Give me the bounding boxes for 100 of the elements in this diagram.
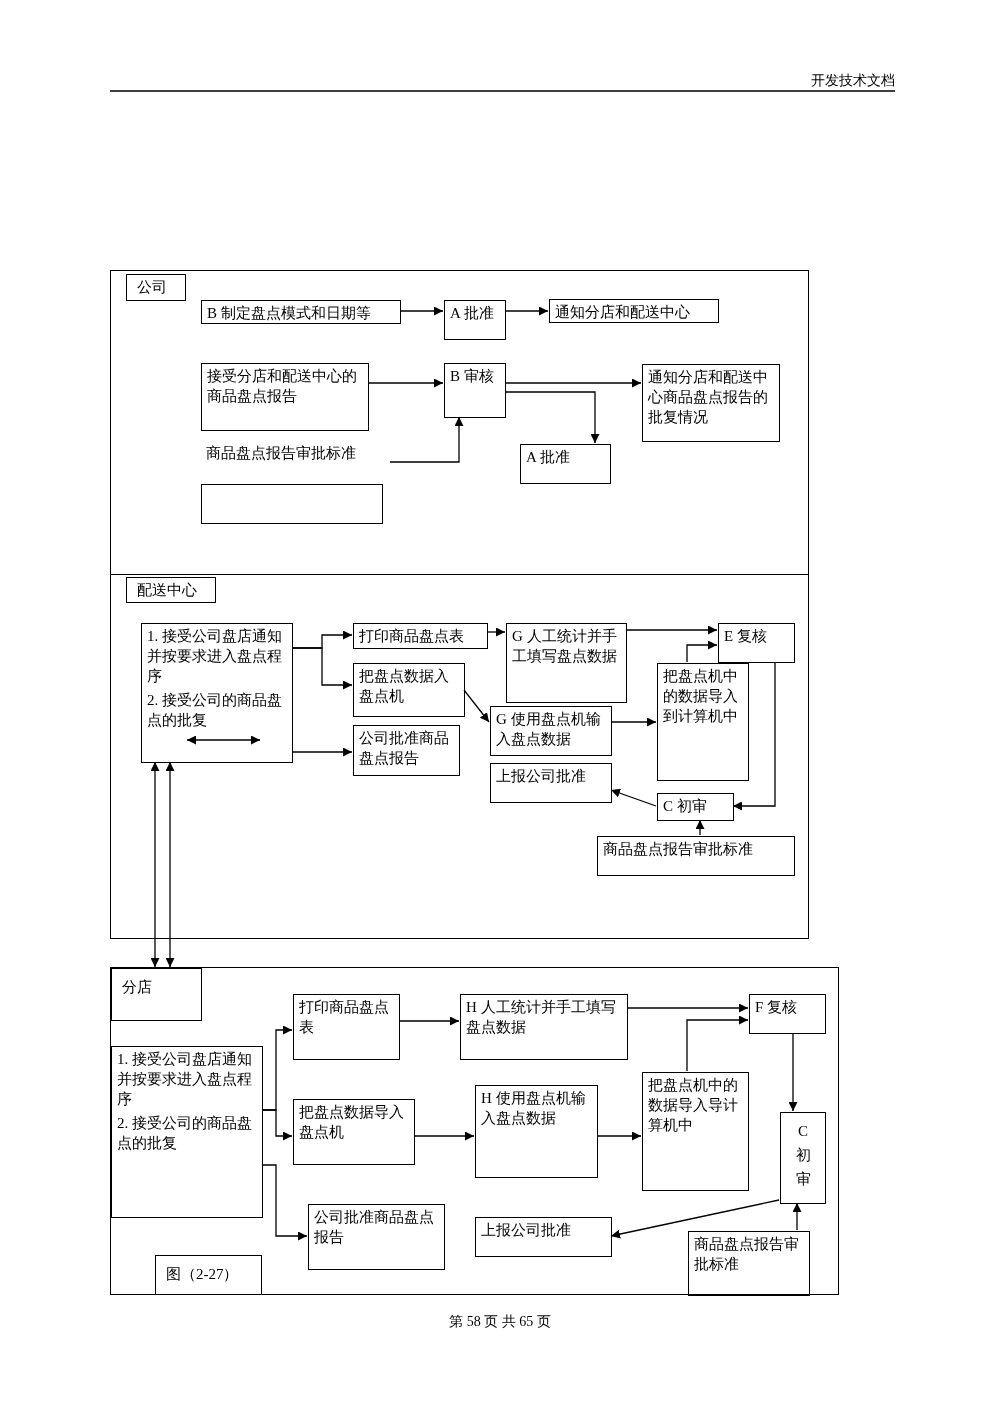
- process-box: [475, 1085, 598, 1178]
- arrow: [463, 689, 490, 723]
- process-box: [642, 364, 780, 442]
- box-text: 2. 接受公司的商品盘点的批复: [116, 1114, 253, 1153]
- arrow: [596, 1131, 642, 1141]
- process-box: [657, 663, 749, 781]
- process-box: [353, 623, 488, 649]
- process-box: [520, 444, 611, 484]
- arrow: [398, 1016, 460, 1026]
- lane-label: [126, 577, 216, 603]
- box-text: 把盘点机中的数据导入导计算机中: [647, 1076, 739, 1135]
- process-box: [293, 1099, 415, 1165]
- arrow: [686, 1015, 749, 1072]
- arrow: [367, 378, 444, 388]
- arrow: [413, 1131, 475, 1141]
- box-text: 把盘点机中的数据导入到计算机中: [662, 667, 739, 726]
- box-text: 1. 接受公司盘店通知并按要求进入盘点程序: [146, 627, 283, 686]
- box-text: C 初审: [795, 1122, 811, 1189]
- box-text: 打印商品盘点表: [298, 998, 390, 1037]
- arrow: [792, 1202, 802, 1231]
- annotation-text: 商品盘点报告审批标准: [205, 444, 357, 463]
- arrow: [686, 640, 718, 663]
- process-box: [475, 1217, 612, 1257]
- box-text: 通知分店和配送中心商品盘点报告的批复情况: [647, 368, 769, 427]
- process-box: [293, 994, 400, 1060]
- process-box: [688, 1231, 810, 1296]
- figure-caption: 图（2-27）: [155, 1255, 262, 1295]
- box-text: 公司批准商品盘点报告: [358, 729, 450, 768]
- arrow: [626, 1003, 749, 1013]
- box-text: 商品盘点报告审批标准: [693, 1235, 800, 1274]
- process-box: [444, 300, 506, 340]
- process-box: [444, 363, 506, 418]
- process-box: [353, 663, 465, 717]
- arrow: [399, 306, 444, 316]
- process-box: [657, 793, 734, 821]
- process-box: [749, 994, 826, 1034]
- box-text: 1. 接受公司盘店通知并按要求进入盘点程序: [116, 1050, 253, 1109]
- swimlane: [110, 270, 809, 575]
- arrow: [486, 627, 506, 637]
- swimlane: [110, 574, 809, 939]
- process-box: [201, 300, 401, 324]
- box-text: A 批准: [525, 448, 571, 467]
- arrow: [504, 391, 600, 444]
- process-box: [780, 1112, 826, 1204]
- box-text: B 制定盘点模式和日期等: [206, 304, 372, 323]
- process-box: [353, 725, 460, 776]
- box-text: 商品盘点报告审批标准: [602, 840, 754, 859]
- swimlane: [110, 967, 839, 1295]
- box-text: H 人工统计并手工填写盘点数据: [465, 998, 617, 1037]
- process-box: [549, 299, 719, 323]
- box-text: 上报公司批准: [495, 767, 587, 786]
- process-box: [506, 623, 627, 703]
- arrow: [610, 717, 657, 727]
- lane-label: [111, 968, 202, 1021]
- box-text: 把盘点数据入盘点机: [358, 667, 450, 706]
- lane-title: 配送中心: [136, 581, 198, 600]
- arrow: [788, 1032, 798, 1112]
- box-text: 上报公司批准: [480, 1221, 572, 1240]
- arrow: [150, 761, 160, 968]
- box-text: 打印商品盘点表: [358, 627, 465, 646]
- arrow: [695, 819, 705, 836]
- process-box: [490, 706, 612, 756]
- arrow: [504, 306, 549, 316]
- box-text: E 复核: [723, 627, 768, 646]
- lane-title: 公司: [136, 278, 168, 297]
- process-box: [642, 1072, 749, 1191]
- arrow: [261, 1164, 308, 1241]
- process-box: [308, 1204, 445, 1270]
- arrow: [504, 378, 642, 388]
- arrow: [261, 1109, 293, 1141]
- box-text: H 使用盘点机输入盘点数据: [480, 1089, 587, 1128]
- page-number: 第 58 页 共 65 页: [449, 1314, 551, 1329]
- box-text: 把盘点数据导入盘点机: [298, 1103, 405, 1142]
- box-text: A 批准: [449, 304, 495, 323]
- box-text: 2. 接受公司的商品盘点的批复: [146, 691, 283, 730]
- box-text: F 复核: [754, 998, 799, 1017]
- process-box: [460, 994, 628, 1060]
- arrow: [389, 416, 464, 463]
- process-box: [597, 836, 795, 876]
- box-text: B 审核: [449, 367, 495, 386]
- page-header: 开发技术文档: [811, 72, 895, 90]
- empty-box: [201, 484, 383, 524]
- process-box: [141, 623, 293, 763]
- box-text: 通知分店和配送中心: [554, 303, 691, 322]
- box-text: C 初审: [662, 797, 708, 816]
- arrow: [610, 1199, 780, 1239]
- lane-title: 分店: [121, 978, 153, 997]
- box-text: G 人工统计并手工填写盘点数据: [511, 627, 618, 666]
- arrow: [291, 747, 353, 757]
- process-box: [111, 1046, 263, 1218]
- lane-label: [126, 274, 186, 301]
- box-text: 公司批准商品盘点报告: [313, 1208, 435, 1247]
- process-box: [201, 363, 369, 431]
- box-text: 接受分店和配送中心的商品盘点报告: [206, 367, 358, 406]
- process-box: [718, 623, 795, 663]
- arrow: [165, 761, 175, 968]
- box-text: G 使用盘点机输入盘点数据: [495, 710, 602, 749]
- arrow: [625, 625, 718, 635]
- arrow: [732, 661, 776, 811]
- process-box: [490, 763, 612, 803]
